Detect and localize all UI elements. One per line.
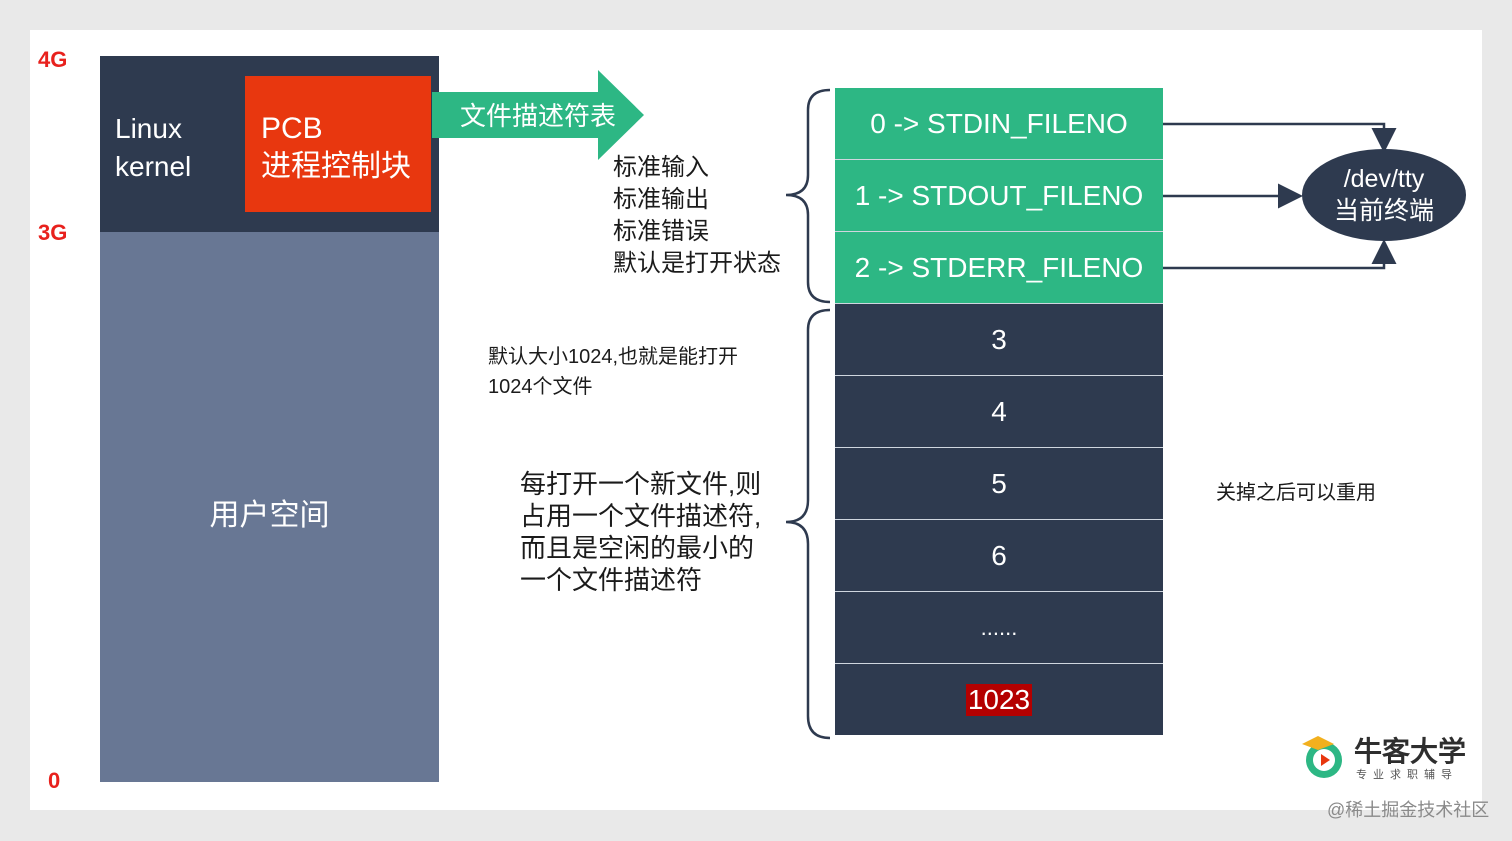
logo-mark-icon xyxy=(1302,736,1342,778)
tty-line2: 当前终端 xyxy=(1333,197,1434,225)
pcb-label-line2: 进程控制块 xyxy=(261,150,411,183)
tty-line1: /dev/tty xyxy=(1343,165,1425,193)
std-streams-note: 标准输入 标准输出 标准错误 默认是打开状态 xyxy=(613,152,781,280)
fd-row-stdout: 1 -> STDOUT_FILENO xyxy=(835,160,1163,232)
size-note-line: 默认大小1024,也就是能打开 xyxy=(488,346,739,368)
std-note-line: 标准错误 xyxy=(613,218,709,245)
fd-row-5: 5 xyxy=(835,448,1163,520)
fd-row-6: 6 xyxy=(835,520,1163,592)
user-space-block xyxy=(100,232,439,782)
logo-name: 牛客大学 xyxy=(1354,736,1467,767)
pcb-label: PCB 进程控制块 xyxy=(261,110,411,186)
axis-label-3g: 3G xyxy=(38,220,68,245)
axis-label-0: 0 xyxy=(48,768,61,793)
logo-tagline: 专业求职辅导 xyxy=(1356,769,1458,781)
watermark: @稀土掘金技术社区 xyxy=(1327,800,1490,820)
fd-row-stderr: 2 -> STDERR_FILENO xyxy=(835,232,1163,304)
arrow-label: 文件描述符表 xyxy=(459,101,616,131)
fd-1023-highlight: 1023 xyxy=(965,683,1033,716)
std-note-line: 标准输入 xyxy=(613,154,709,181)
reuse-note: 关掉之后可以重用 xyxy=(1216,482,1376,504)
fd-row-3: 3 xyxy=(835,304,1163,376)
fd-row-1023: 1023 xyxy=(835,664,1163,735)
fd-row-ellipsis: ...... xyxy=(835,592,1163,664)
fd-row-stdin: 0 -> STDIN_FILENO xyxy=(835,88,1163,160)
std-note-line: 标准输出 xyxy=(613,186,709,213)
fd-row-4: 4 xyxy=(835,376,1163,448)
fd-table-arrow xyxy=(432,70,644,160)
user-space-label: 用户空间 xyxy=(209,499,330,532)
dev-tty-node: /dev/tty 当前终端 xyxy=(1302,149,1466,241)
std-note-line: 默认是打开状态 xyxy=(613,250,781,277)
kernel-label: Linux kernel xyxy=(115,110,191,186)
allocation-note: 每打开一个新文件,则占用一个文件描述符,而且是空闲的最小的一个文件描述符 xyxy=(520,469,762,595)
fd-table: 0 -> STDIN_FILENO 1 -> STDOUT_FILENO 2 -… xyxy=(835,88,1163,735)
kernel-label-line1: Linux xyxy=(115,113,182,144)
table-size-note: 默认大小1024,也就是能打开 1024个文件 xyxy=(488,342,738,402)
pcb-label-line1: PCB xyxy=(261,112,323,145)
axis-label-4g: 4G xyxy=(38,47,68,72)
size-note-line: 1024个文件 xyxy=(488,376,593,398)
kernel-label-line2: kernel xyxy=(115,151,192,182)
pcb-block xyxy=(245,76,431,212)
